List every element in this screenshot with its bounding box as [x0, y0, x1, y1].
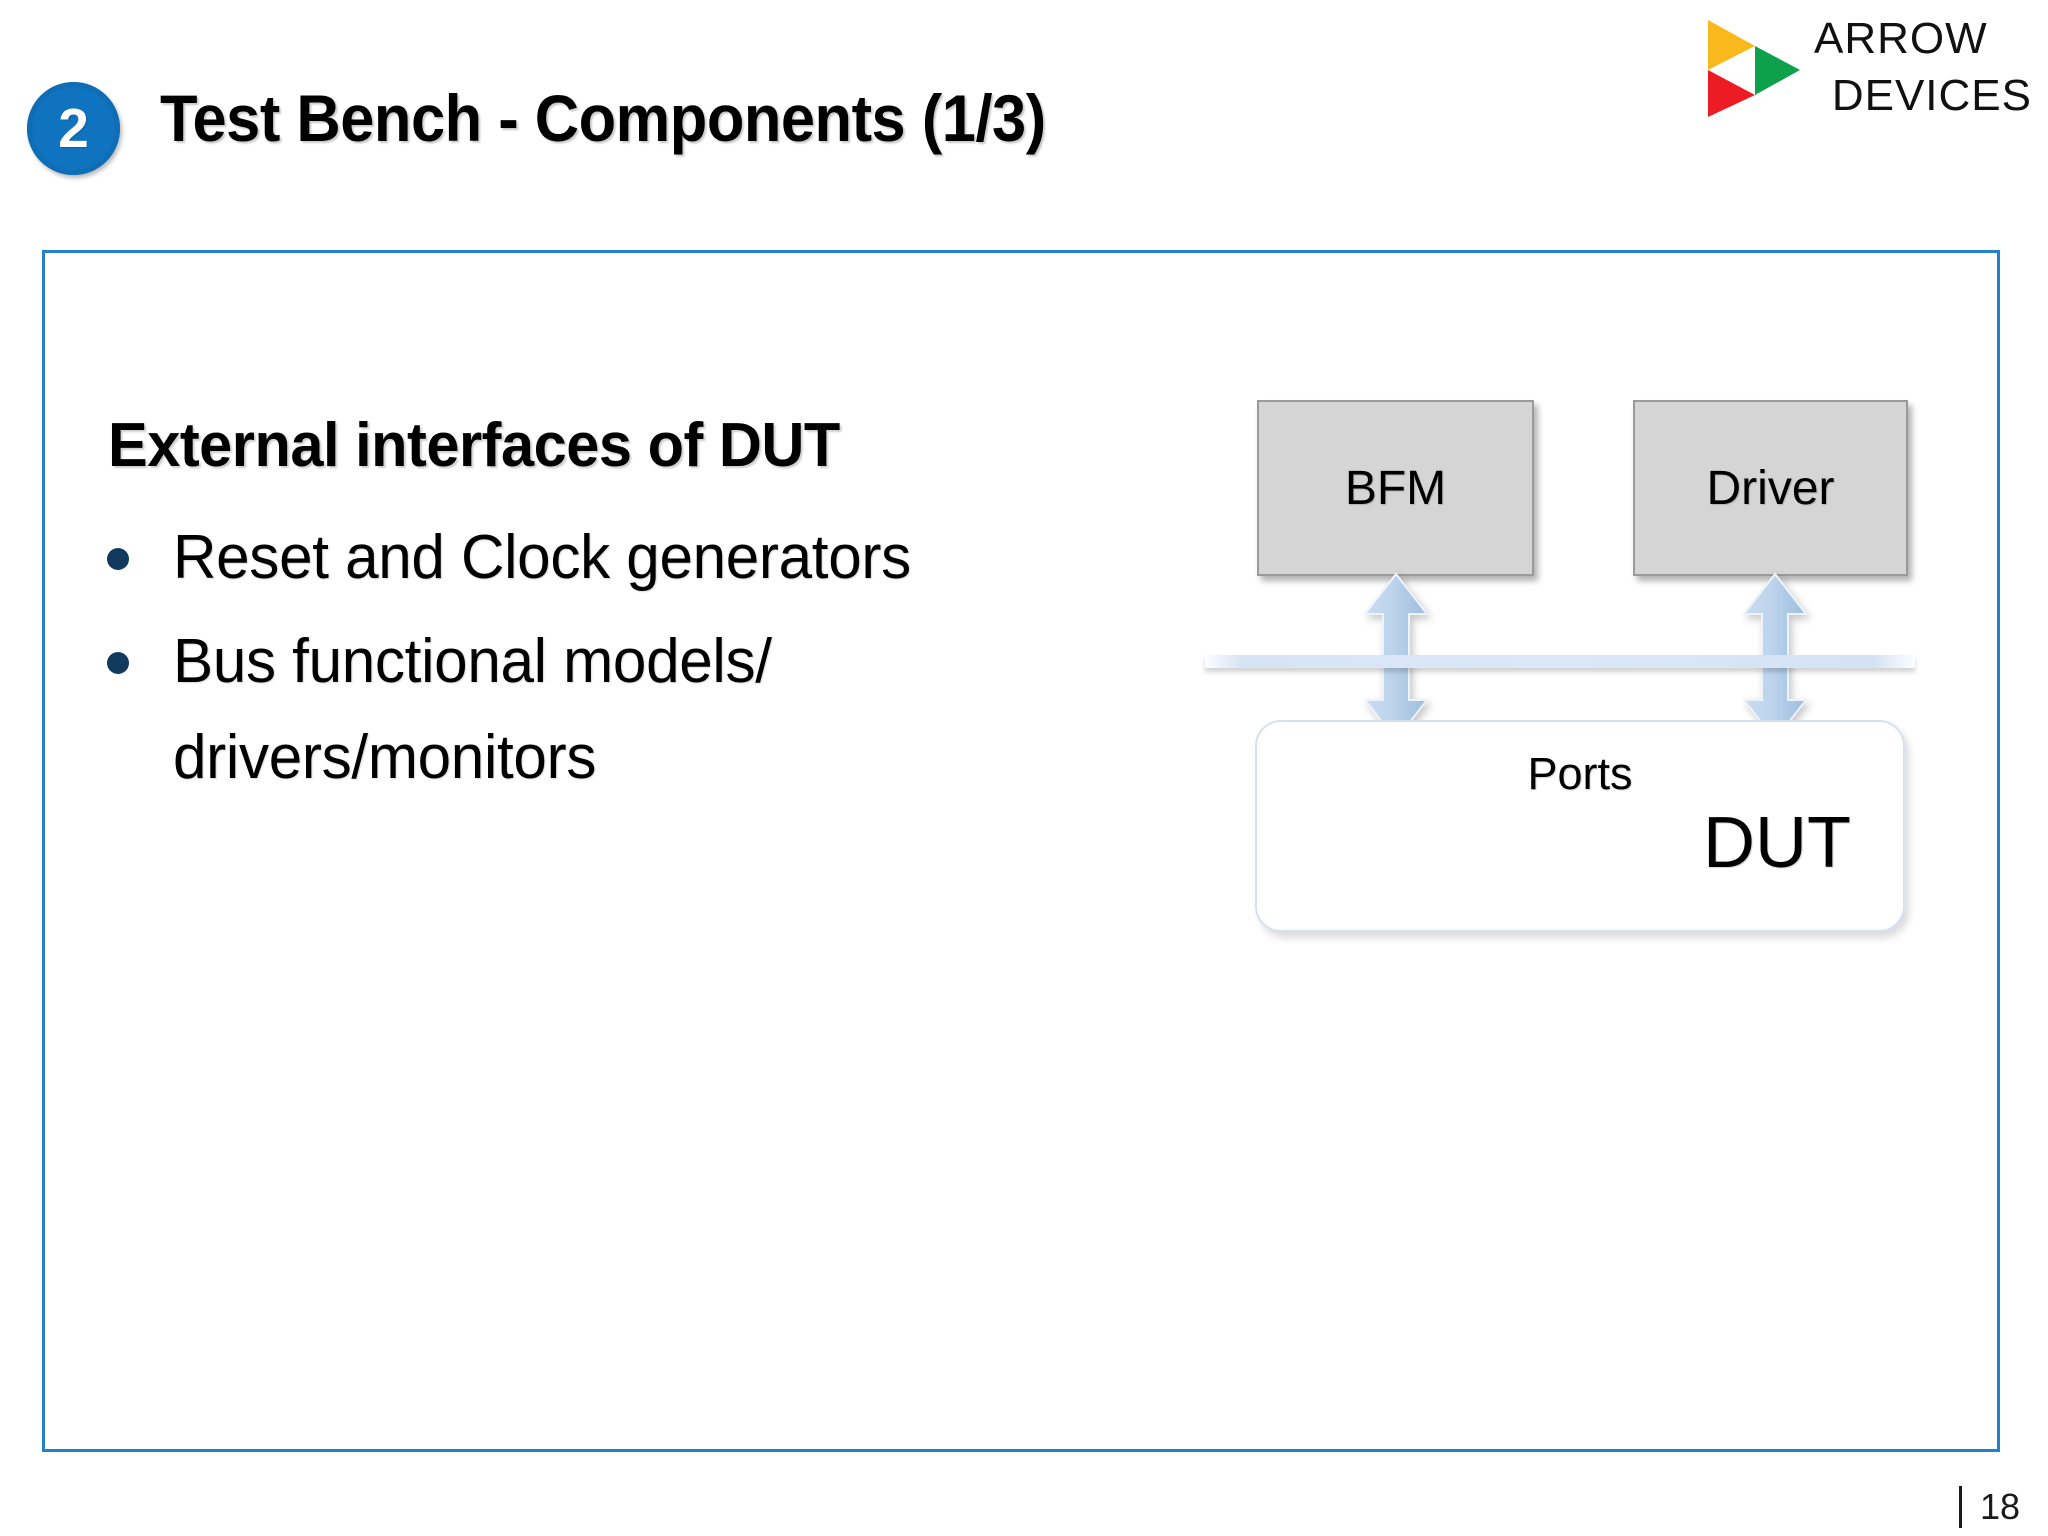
- page-title: Test Bench - Components (1/3): [160, 81, 1046, 155]
- dut-ports-label: Ports: [1527, 748, 1633, 799]
- list-item: Bus functional models/ drivers/monitors: [95, 614, 1155, 806]
- arrow-triangle-icon: [1708, 20, 1800, 117]
- dut-label: DUT: [1703, 803, 1851, 883]
- slide-number-badge: 2: [27, 82, 120, 175]
- page-number: 18: [1979, 1486, 2020, 1527]
- diagram-box-bfm: BFM: [1257, 400, 1534, 576]
- testbench-diagram: BFM Driver Ports DUT: [1180, 380, 2020, 980]
- footer-divider-icon: [1958, 1486, 1962, 1528]
- list-item-label: Reset and Clock generators: [173, 523, 911, 592]
- slide-footer: 18: [1958, 1486, 2020, 1528]
- section-heading: External interfaces of DUT: [108, 411, 840, 480]
- bullet-dot-icon: [107, 548, 129, 570]
- list-item-label: Bus functional models/ drivers/monitors: [173, 627, 772, 792]
- bullet-dot-icon: [107, 652, 129, 674]
- logo-text-arrow: ARROW: [1814, 14, 1988, 63]
- bus-line: [1205, 655, 1915, 668]
- list-item: Reset and Clock generators: [95, 510, 1155, 606]
- diagram-box-dut: Ports DUT: [1255, 720, 1905, 932]
- logo-text-devices: DEVICES: [1831, 71, 2032, 120]
- slide-header: 2 Test Bench - Components (1/3) ARROW DE…: [0, 0, 2048, 250]
- arrow-devices-logo: ARROW DEVICES: [1696, 8, 2036, 126]
- bullet-list: Reset and Clock generators Bus functiona…: [95, 510, 1155, 814]
- diagram-box-driver: Driver: [1633, 400, 1908, 576]
- logo-wordmark: ARROW DEVICES: [1814, 10, 2032, 124]
